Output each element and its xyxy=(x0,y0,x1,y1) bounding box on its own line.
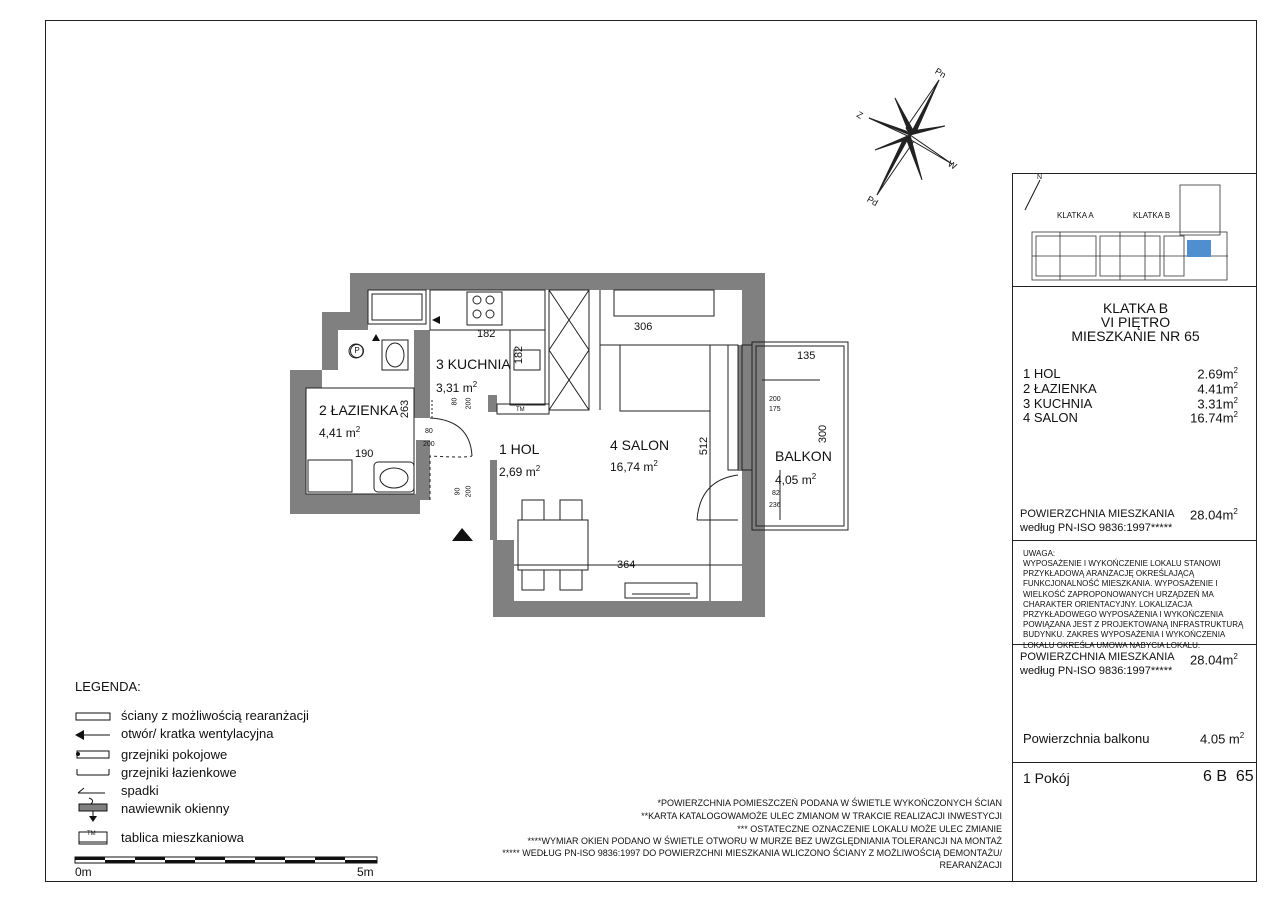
footnote: **KARTA KATALOGOWAMOŻE ULEC ZMIANOM W TR… xyxy=(641,811,1002,821)
radiator-icon xyxy=(76,750,110,759)
footnote: ***** WEDŁUG PN-ISO 9836:1997 DO POWIERZ… xyxy=(502,848,1002,858)
apartment-highlight xyxy=(1187,240,1211,257)
keyplan-klatka-b: KLATKA B xyxy=(1133,211,1171,220)
compass-rose-icon xyxy=(868,79,953,196)
vent-arrow-icon xyxy=(432,316,440,324)
note-title: UWAGA: xyxy=(1023,549,1056,558)
window-dim-200-b: 200 xyxy=(769,396,781,403)
info-header-stairwell: KLATKA B xyxy=(1102,300,1169,316)
panel-left-border xyxy=(1012,173,1013,882)
keyplan-north-label: N xyxy=(1037,174,1043,181)
panel-divider-3 xyxy=(1012,644,1257,645)
slope-icon xyxy=(77,787,105,794)
room-label-hol: 1 HOL xyxy=(499,441,540,457)
room-area-balkon: 4,05 m2 xyxy=(775,472,817,487)
vent-arrow-icon xyxy=(372,334,380,341)
plan-lines xyxy=(305,289,849,601)
walls xyxy=(290,273,765,617)
dim-263: 263 xyxy=(399,399,412,419)
bath-radiator-icon xyxy=(76,769,110,776)
room-label-lazienka: 2 ŁAZIENKA xyxy=(319,402,399,418)
balcony-area-value: 4.05 m2 xyxy=(1200,731,1245,747)
panel-divider-1 xyxy=(1012,286,1257,287)
door-dim-90: 90 xyxy=(454,487,462,496)
window-dim-80: 80 xyxy=(451,397,459,406)
parking-symbol-icon: P xyxy=(350,344,364,358)
rooms-count: 1 Pokój xyxy=(1023,770,1070,786)
door-dim-236: 236 xyxy=(769,502,781,509)
apartment-code: 6 B 65 xyxy=(1203,768,1254,785)
dim-306: 306 xyxy=(634,321,653,333)
window-dim-175: 175 xyxy=(769,406,781,413)
vent-arrow-icon xyxy=(75,730,110,740)
window-dim-200: 200 xyxy=(465,397,473,410)
window-vent-icon xyxy=(78,797,108,822)
sheet-frame xyxy=(45,20,1257,882)
panel-top-border xyxy=(1012,173,1257,174)
room-area-hol: 2,69 m2 xyxy=(499,464,541,479)
scale-bar xyxy=(74,856,378,864)
footnote: ****WYMIAR OKIEN PODANO W ŚWIETLE OTWORU… xyxy=(527,836,1002,846)
room-label-kuchnia: 3 KUCHNIA xyxy=(436,356,511,372)
door-dim-200: 200 xyxy=(423,441,435,448)
legend-title: LEGENDA: xyxy=(75,679,141,694)
total-area-value-2: 28.04m2 xyxy=(1190,652,1238,668)
dim-300: 300 xyxy=(817,424,830,444)
dim-364: 364 xyxy=(617,559,636,571)
note-text: WYPOSAŻENIE I WYKOŃCZENIE LOKALU STANOWI… xyxy=(1023,559,1244,650)
room-area-kuchnia: 3,31 m2 xyxy=(436,380,478,395)
key-plan-drawing xyxy=(1031,184,1228,281)
keyplan-klatka-a: KLATKA A xyxy=(1057,211,1094,220)
door-dim-200-b: 200 xyxy=(465,485,473,498)
panel-divider-4 xyxy=(1012,762,1257,763)
entrance-marker-icon xyxy=(452,528,473,541)
panel-divider-2 xyxy=(1012,540,1257,541)
balcony-area-label: Powierzchnia balkonu xyxy=(1023,731,1150,746)
tm-board-icon xyxy=(78,831,108,845)
door-dim-82: 82 xyxy=(772,490,780,497)
dim-190: 190 xyxy=(355,448,374,460)
room-area-salon: 16,74 m2 xyxy=(610,459,658,474)
info-header-apartment: MIESZKANIE NR 65 xyxy=(1071,328,1200,344)
room-label-salon: 4 SALON xyxy=(610,437,670,453)
room-area-lazienka: 4,41 m2 xyxy=(319,425,361,440)
dim-182-vertical: 182 xyxy=(513,345,526,365)
room-label-balkon: BALKON xyxy=(775,448,832,464)
wall-rect-icon xyxy=(75,712,111,721)
footnote: *** OSTATECZNE OZNACZENIE LOKALU MOŻE UL… xyxy=(737,824,1002,834)
scale-start-label: 0m xyxy=(75,865,92,879)
footnote: *POWIERZCHNIA POMIESZCZEŃ PODANA W ŚWIET… xyxy=(657,798,1002,808)
north-arrow-icon xyxy=(1024,179,1041,211)
total-area-value: 28.04m2 xyxy=(1190,507,1238,523)
dim-135: 135 xyxy=(797,350,816,362)
dim-512: 512 xyxy=(698,436,711,456)
info-header-floor: VI PIĘTRO xyxy=(1100,314,1171,330)
door-dim-80: 80 xyxy=(425,428,433,435)
tm-board-icon: TM xyxy=(516,407,525,413)
scale-end-label: 5m xyxy=(357,865,374,879)
dim-182-kitchen: 182 xyxy=(477,328,496,340)
footnote: REARANŻACJI xyxy=(939,860,1002,870)
tm-board-text: TM xyxy=(87,831,96,837)
